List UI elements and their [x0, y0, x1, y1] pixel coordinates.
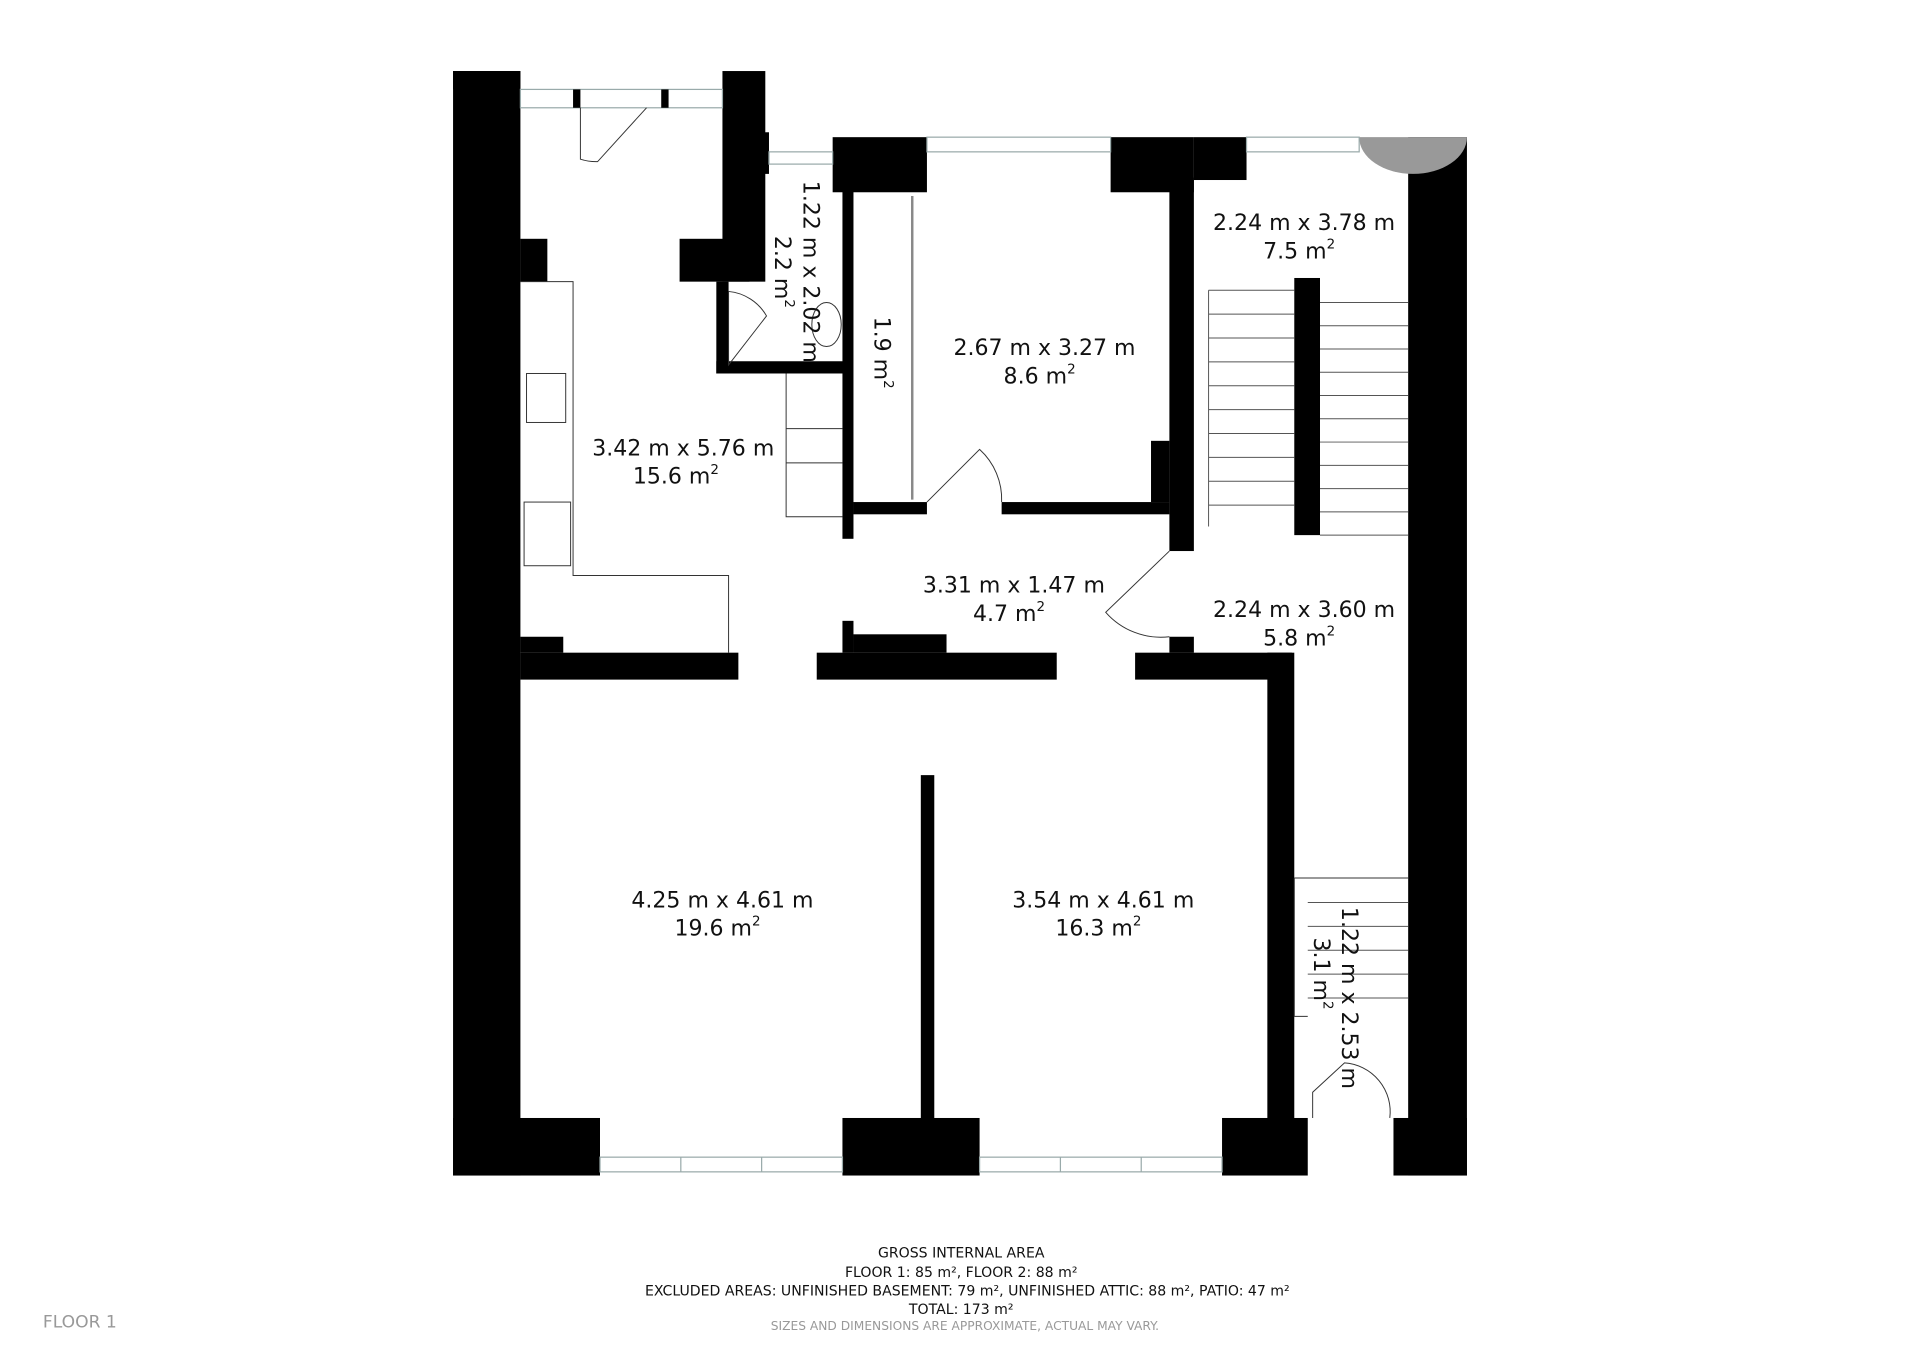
- svg-text:5.8 m2: 5.8 m2: [1263, 625, 1335, 652]
- svg-text:4.25 m x 4.61 m: 4.25 m x 4.61 m: [631, 888, 813, 913]
- svg-text:4.7 m2: 4.7 m2: [973, 600, 1045, 627]
- svg-text:2.24 m x 3.60 m: 2.24 m x 3.60 m: [1213, 598, 1395, 623]
- svg-text:3.54 m x 4.61 m: 3.54 m x 4.61 m: [1012, 888, 1194, 913]
- svg-text:1.22 m x 2.53 m: 1.22 m x 2.53 m: [1336, 907, 1361, 1089]
- summary-floors: FLOOR 1: 85 m², FLOOR 2: 88 m²: [845, 1265, 1078, 1281]
- disclaimer: SIZES AND DIMENSIONS ARE APPROXIMATE, AC…: [771, 1319, 1159, 1333]
- svg-text:1.9 m2: 1.9 m2: [868, 317, 895, 389]
- windows: [519, 88, 1360, 1173]
- svg-text:1.22 m x 2.02 m: 1.22 m x 2.02 m: [797, 181, 822, 363]
- svg-text:3.1 m2: 3.1 m2: [1308, 937, 1335, 1009]
- summary-total: TOTAL: 173 m²: [908, 1302, 1014, 1318]
- floor-label: FLOOR 1: [43, 1312, 117, 1332]
- stairs: [1208, 289, 1409, 999]
- summary-excluded: EXCLUDED AREAS: UNFINISHED BASEMENT: 79 …: [645, 1284, 1290, 1300]
- svg-text:2.2 m2: 2.2 m2: [769, 236, 796, 308]
- area-summary: GROSS INTERNAL AREA FLOOR 1: 85 m², FLOO…: [645, 1246, 1290, 1333]
- fixtures: [520, 107, 1409, 1119]
- room-labels: 3.42 m x 5.76 m 15.6 m2 1.22 m x 2.02 m …: [592, 181, 1395, 1089]
- svg-text:15.6 m2: 15.6 m2: [633, 463, 719, 490]
- svg-text:3.42 m x 5.76 m: 3.42 m x 5.76 m: [592, 437, 774, 462]
- svg-text:19.6 m2: 19.6 m2: [675, 915, 761, 942]
- svg-text:8.6 m2: 8.6 m2: [1004, 362, 1076, 389]
- svg-text:2.24 m x 3.78 m: 2.24 m x 3.78 m: [1213, 211, 1395, 236]
- svg-text:16.3 m2: 16.3 m2: [1055, 915, 1141, 942]
- svg-text:7.5 m2: 7.5 m2: [1263, 238, 1335, 265]
- summary-title: GROSS INTERNAL AREA: [878, 1246, 1045, 1262]
- walls: [453, 71, 1467, 1176]
- svg-text:3.31 m x 1.47 m: 3.31 m x 1.47 m: [923, 574, 1105, 599]
- svg-text:2.67 m x 3.27 m: 2.67 m x 3.27 m: [953, 336, 1135, 361]
